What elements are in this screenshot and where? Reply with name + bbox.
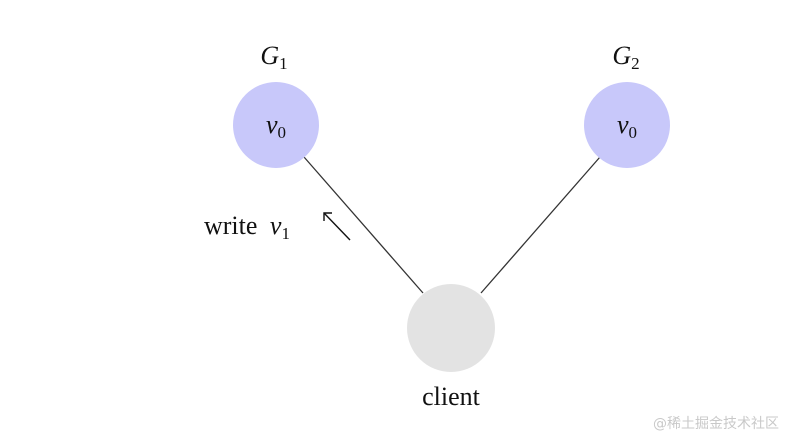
svg-text:G1: G1 bbox=[260, 41, 287, 73]
group-g1-label-sub: 1 bbox=[279, 54, 288, 73]
group-g2-label-letter: G bbox=[612, 41, 631, 70]
write-annotation-var-letter: v bbox=[270, 211, 282, 240]
node-g1-value-letter: v bbox=[266, 110, 278, 139]
edge-g1-client bbox=[303, 156, 424, 294]
node-g2-value-letter: v bbox=[617, 110, 629, 139]
node-g1-value-sub: 0 bbox=[278, 123, 287, 142]
write-annotation: write v1 bbox=[204, 211, 290, 243]
node-g1: v0 G1 bbox=[233, 41, 319, 168]
write-arrow-icon bbox=[323, 212, 351, 241]
edge-g2-client bbox=[480, 156, 601, 294]
node-g2: v0 G2 bbox=[584, 41, 670, 168]
svg-text:G2: G2 bbox=[612, 41, 639, 73]
node-g2-value-sub: 0 bbox=[629, 123, 638, 142]
node-g1-circle bbox=[233, 82, 319, 168]
svg-text:v0: v0 bbox=[266, 110, 286, 142]
node-g2-circle bbox=[584, 82, 670, 168]
svg-text:v0: v0 bbox=[617, 110, 637, 142]
group-g2-label-sub: 2 bbox=[631, 54, 640, 73]
client-circle bbox=[407, 284, 495, 372]
write-annotation-word: write bbox=[204, 211, 257, 240]
watermark: @稀土掘金技术社区 bbox=[653, 416, 779, 432]
write-annotation-var-sub: 1 bbox=[281, 224, 290, 243]
group-g1-label-letter: G bbox=[260, 41, 279, 70]
node-client: client bbox=[407, 284, 495, 411]
client-label: client bbox=[422, 382, 481, 411]
